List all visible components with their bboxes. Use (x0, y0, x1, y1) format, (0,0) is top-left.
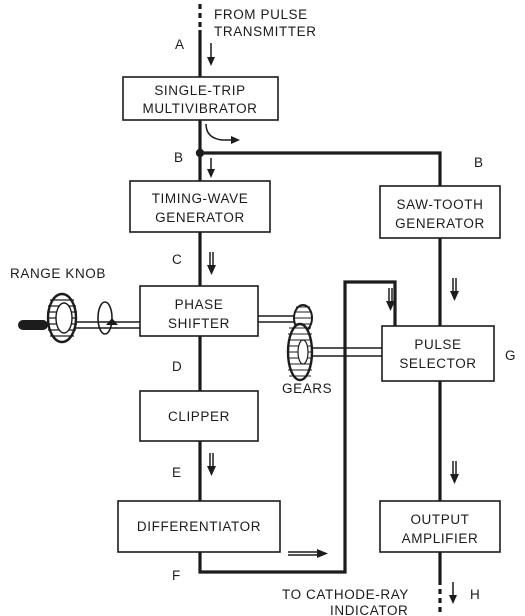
range-knob-label: RANGE KNOB (10, 266, 106, 281)
point-g-label: G (505, 348, 516, 363)
output-label-line-1: TO CATHODE-RAY (282, 587, 409, 602)
differentiator-label: DIFFERENTIATOR (137, 519, 261, 534)
rotation-arrow-icon (97, 301, 118, 335)
block-multivibrator: SINGLE-TRIP MULTIVIBRATOR (122, 76, 279, 121)
junction-b (195, 148, 205, 158)
point-b-right-label: B (474, 155, 484, 170)
saw-tooth-line-1: SAW-TOOTH (397, 197, 484, 212)
range-knob-icon (18, 292, 78, 344)
block-saw-tooth-generator: SAW-TOOTH GENERATOR (379, 185, 501, 239)
flow-arrow-f-down-icon (386, 288, 395, 311)
phase-shifter-line-1: PHASE (175, 297, 224, 312)
flow-arrow-a-icon (207, 43, 215, 66)
input-label-line-2: TRANSMITTER (214, 24, 317, 39)
flow-arrow-sawtooth-icon (450, 278, 459, 301)
flow-arrow-b-icon (207, 158, 215, 178)
flow-arrow-mv-out-icon (205, 123, 240, 144)
point-h-label: H (470, 587, 480, 602)
point-d-label: D (172, 359, 182, 374)
flow-arrow-f-icon (288, 549, 328, 558)
wire-b-branch (200, 151, 442, 186)
output-amplifier-line-1: OUTPUT (410, 512, 469, 527)
block-phase-shifter: PHASE SHIFTER (139, 285, 259, 337)
flow-arrow-c-icon (207, 252, 216, 275)
point-a-label: A (175, 37, 185, 52)
block-differentiator: DIFFERENTIATOR (117, 500, 281, 553)
block-output-amplifier: OUTPUT AMPLIFIER (379, 500, 501, 553)
flow-arrow-selector-out-icon (450, 461, 459, 484)
pulse-selector-line-2: SELECTOR (399, 356, 476, 371)
timing-wave-line-2: GENERATOR (155, 210, 245, 225)
saw-tooth-line-2: GENERATOR (395, 216, 485, 231)
multivibrator-line-1: SINGLE-TRIP (154, 83, 245, 98)
point-c-label: C (172, 252, 182, 267)
block-clipper: CLIPPER (139, 390, 259, 442)
multivibrator-line-2: MULTIVIBRATOR (142, 101, 257, 116)
input-label-line-1: FROM PULSE (214, 7, 308, 22)
gears-label: GEARS (282, 381, 332, 396)
output-label-line-2: INDICATOR (330, 603, 408, 616)
block-pulse-selector: PULSE SELECTOR (381, 325, 495, 382)
timing-wave-line-1: TIMING-WAVE (152, 191, 249, 206)
flow-arrow-h-icon (449, 582, 457, 604)
point-b-left-label: B (174, 150, 184, 165)
wire-f (198, 280, 397, 574)
output-amplifier-line-2: AMPLIFIER (402, 531, 479, 546)
phase-shifter-line-2: SHIFTER (168, 316, 230, 331)
large-gear-icon (286, 322, 314, 382)
flow-arrow-e-icon (207, 453, 216, 476)
point-e-label: E (172, 465, 182, 480)
pulse-selector-line-1: PULSE (414, 337, 461, 352)
block-timing-wave-generator: TIMING-WAVE GENERATOR (129, 180, 271, 233)
point-f-label: F (172, 568, 181, 583)
clipper-label: CLIPPER (168, 409, 230, 424)
